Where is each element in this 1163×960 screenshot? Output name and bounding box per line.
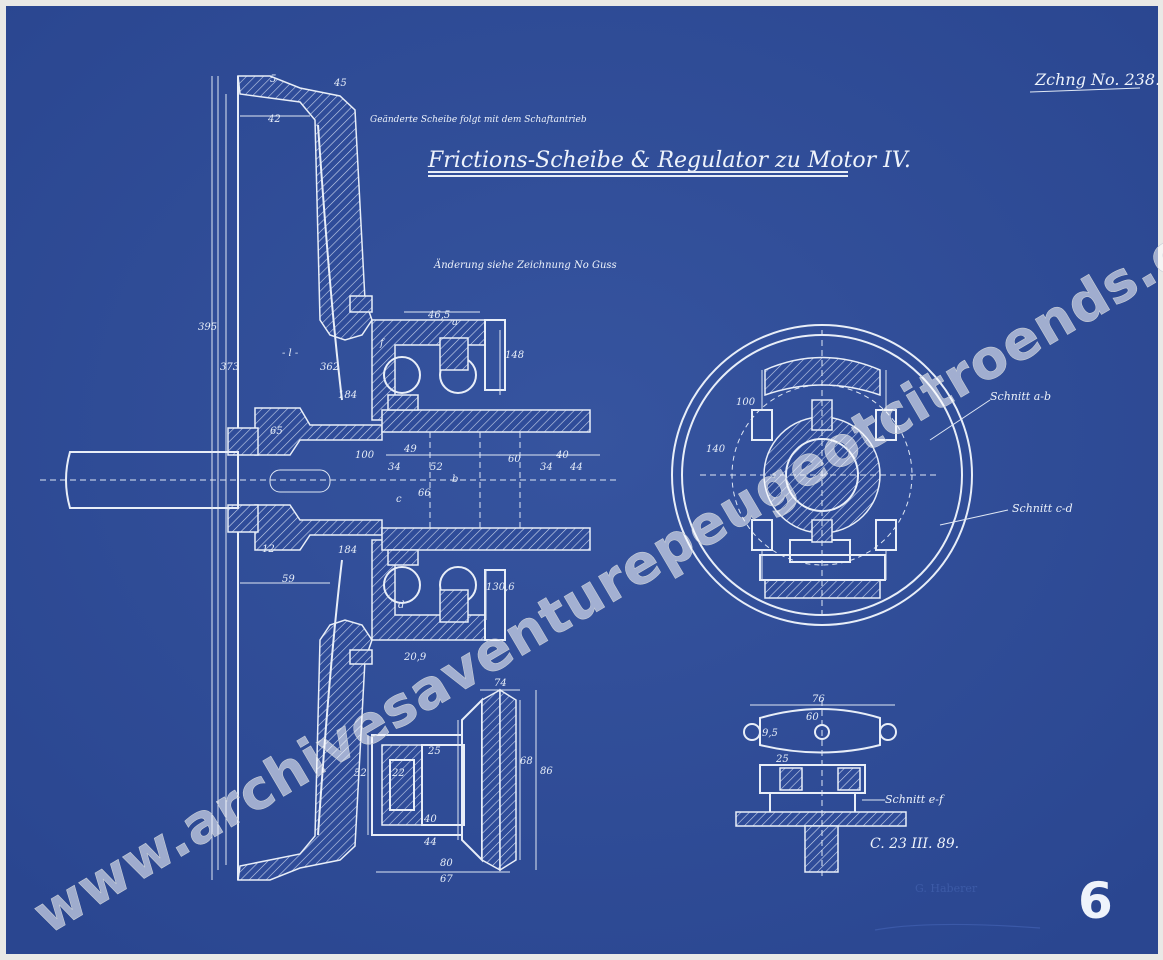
dim-40: 40 <box>555 450 569 461</box>
dim-25: 25 <box>427 746 441 757</box>
section-ef-detail <box>735 700 907 880</box>
dim-12: 12 <box>262 544 275 555</box>
letter-c: c <box>396 494 402 505</box>
section-cd-label: Schnitt c-d <box>1012 502 1073 515</box>
dim-130-6: 130,6 <box>486 582 515 593</box>
dim-9-5: 9,5 <box>762 728 778 739</box>
letter-b: b <box>452 474 458 485</box>
sheet-number: 6 <box>1078 872 1113 930</box>
dim-100b: 100 <box>736 397 756 408</box>
dim-60b: 60 <box>806 712 819 723</box>
dim-40b: 40 <box>423 814 437 825</box>
dim-184b: 184 <box>338 545 357 556</box>
dim-86: 86 <box>540 766 553 777</box>
dim-68: 68 <box>520 756 533 767</box>
dimension-labels: 395 373 362 184 184 42 45 5 65 46,5 148 … <box>198 74 825 885</box>
dim-74: 74 <box>494 678 507 689</box>
letter-a: a <box>452 317 458 328</box>
dim-100: 100 <box>355 450 375 461</box>
dim-45: 45 <box>333 78 347 89</box>
note-change: Änderung siehe Zeichnung No Guss <box>433 259 617 271</box>
dim-49: 49 <box>403 444 417 455</box>
dim-140: 140 <box>706 444 726 455</box>
letter-d: d <box>398 600 404 611</box>
section-ab-label: Schnitt a-b <box>990 390 1051 403</box>
dim-60: 60 <box>508 454 521 465</box>
dim-46-5: 46,5 <box>427 310 450 321</box>
dim-362: 362 <box>320 362 339 373</box>
regulator-end-view <box>671 324 1009 626</box>
signature <box>874 923 1041 931</box>
note-top: Geänderte Scheibe folgt mit dem Schaftan… <box>370 115 587 125</box>
dim-44: 44 <box>569 462 583 473</box>
dim-67: 67 <box>440 874 453 885</box>
stamp: G. Haberer <box>915 882 978 895</box>
drawing-title: Frictions-Scheibe & Regulator zu Motor I… <box>427 148 911 173</box>
dim-148: 148 <box>505 350 524 361</box>
dim-52: 52 <box>430 462 443 473</box>
dim-42: 42 <box>267 114 281 125</box>
dim-22: 22 <box>391 768 405 779</box>
dim-66: 66 <box>418 488 431 499</box>
dim-25b: 25 <box>775 754 789 765</box>
dim-52b: 52 <box>354 768 367 779</box>
drawing-number: Zchng No. 238. <box>1034 70 1160 89</box>
dim-59: 59 <box>282 574 295 585</box>
section-ef-label: Schnitt e-f <box>885 793 945 806</box>
dim-80: 80 <box>440 858 453 869</box>
dim-5: 5 <box>270 74 276 85</box>
dim-373: 373 <box>220 362 239 373</box>
dim-44b: 44 <box>423 837 437 848</box>
drawing-date: C. 23 III. 89. <box>870 836 959 852</box>
dim-34a: 34 <box>388 462 401 473</box>
dim-34b: 34 <box>540 462 553 473</box>
friction-disc-section <box>40 75 620 881</box>
regulator-detail <box>367 688 537 873</box>
dim-395: 395 <box>198 322 217 333</box>
dim-76: 76 <box>812 694 825 705</box>
dim-65: 65 <box>270 426 283 437</box>
dim-20-9: 20,9 <box>403 652 427 663</box>
letter-l: - l - <box>282 348 299 359</box>
dim-184a: 184 <box>338 390 357 401</box>
letter-f: f <box>379 338 386 349</box>
